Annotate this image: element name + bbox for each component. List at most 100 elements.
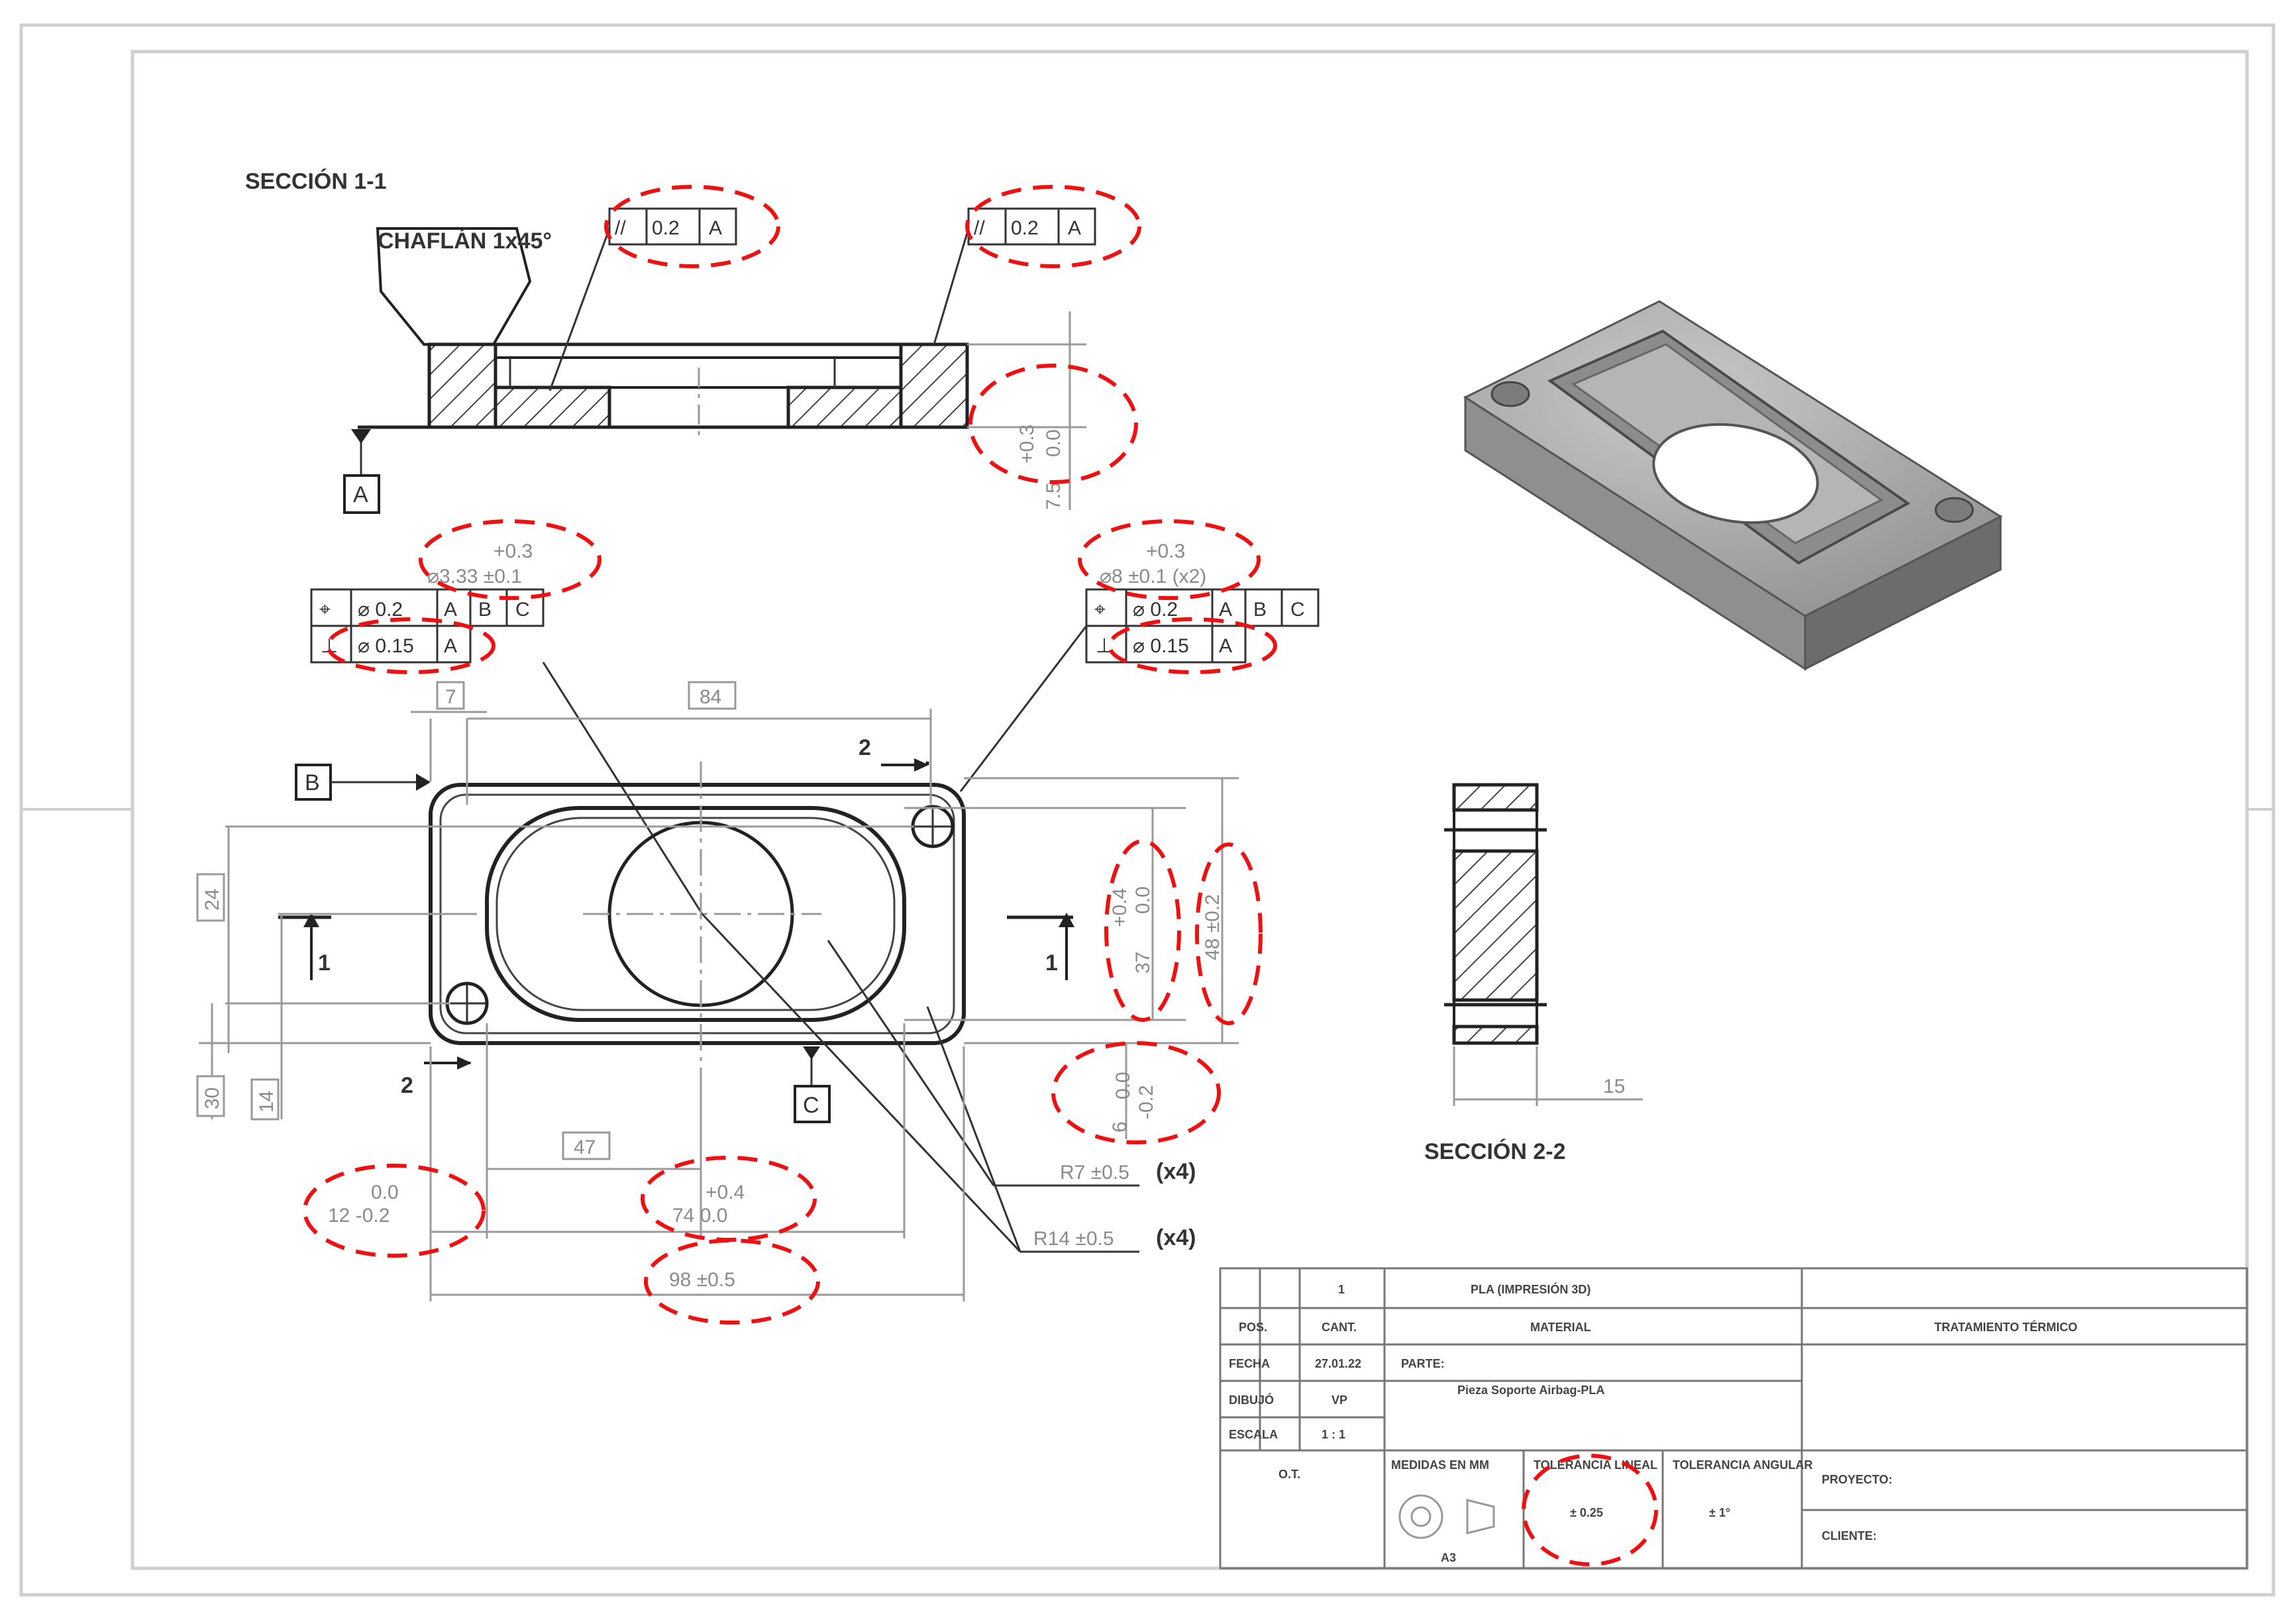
svg-text:0.2: 0.2 (1011, 217, 1039, 239)
section-marker-1-right: 1 (1045, 950, 1058, 976)
highlight-dim-6 (1051, 1041, 1221, 1144)
section-2-hatch-bottom (1452, 1025, 1539, 1045)
position-frame-left: ⌖ ⌀ 0.2 A B C ⊥ ⌀ 0.15 A (310, 588, 545, 664)
tb-h-tratamiento: TRATAMIENTO TÉRMICO (1934, 1320, 2077, 1334)
title-block: 1 PLA (IMPRESIÓN 3D) POS. CANT. MATERIAL… (1219, 1267, 2248, 1570)
section-2-2-view: 15 SECCIÓN 2-2 (1424, 783, 1643, 1164)
section-1-1-view: SECCIÓN 1-1 CHAFLÁN 1x45° A // 0.2 A (245, 169, 1141, 514)
highlight-parallel-right (965, 185, 1141, 268)
tb-tol-lineal-value: ± 0.25 (1570, 1506, 1603, 1519)
tb-ot-label: O.T. (1278, 1468, 1300, 1481)
svg-text:0.2: 0.2 (652, 217, 680, 239)
section-2-hatch-top (1452, 783, 1539, 812)
tb-cliente: CLIENTE: (1822, 1529, 1877, 1542)
pocket-inner (496, 817, 896, 1011)
svg-text:⌖: ⌖ (319, 599, 331, 621)
dim-right-48: 48 ±0.2 (1202, 894, 1224, 960)
dim-bottom-12-tol: 0.0 (371, 1182, 399, 1203)
tb-formato: A3 (1441, 1551, 1456, 1564)
highlight-fcf-left (326, 617, 496, 674)
dim-top-84: 84 (700, 686, 721, 708)
section-2-hatch-mid (1452, 849, 1539, 1002)
section-hatch-right-wall (899, 342, 969, 429)
highlight-dim-48 (1195, 842, 1263, 1025)
dim-top-84-box (688, 681, 737, 710)
datum-c-box (794, 1085, 831, 1123)
tb-fecha-value: 27.01.22 (1315, 1357, 1361, 1370)
svg-text:A: A (1219, 635, 1232, 657)
top-view: ⌖ ⌀ 0.2 A B C ⊥ ⌀ 0.15 A +0.3 ⌀3.33 ±0.1… (196, 519, 1320, 1325)
chamfer-note: CHAFLÁN 1x45° (378, 228, 552, 254)
tb-proyecto: PROYECTO: (1822, 1473, 1893, 1486)
tb-h-pos: POS. (1239, 1321, 1267, 1334)
svg-text:C: C (515, 599, 530, 621)
section-hatch-left-floor (494, 385, 611, 429)
tb-escala-label: ESCALA (1229, 1428, 1278, 1441)
tb-escala-value: 1 : 1 (1322, 1428, 1345, 1441)
dim-r7-count: (x4) (1156, 1159, 1196, 1184)
datum-b-label: B (305, 770, 320, 795)
parallelism-frame-left: // 0.2 A (608, 207, 737, 246)
svg-text://: // (615, 217, 626, 239)
hole-left-tol: +0.3 (494, 540, 533, 562)
section-hatch-right-floor (786, 385, 903, 429)
dim-left-30-box (196, 1075, 225, 1117)
svg-text:B: B (1253, 599, 1267, 621)
tb-h-cant: CANT. (1322, 1321, 1357, 1334)
svg-text:C: C (1290, 599, 1305, 621)
highlight-parallel-left (604, 185, 780, 268)
dim-sec2-15: 15 (1603, 1076, 1625, 1097)
svg-text:⌀ 0.2: ⌀ 0.2 (358, 599, 403, 621)
highlight-hole-right-dia (1078, 519, 1261, 600)
highlight-hole-left-dia (419, 519, 601, 600)
highlight-thickness (968, 364, 1138, 484)
tb-qty: 1 (1338, 1283, 1345, 1296)
dim-mid-47: 47 (574, 1136, 596, 1158)
parallelism-frame-right: // 0.2 A (967, 207, 1096, 246)
tb-tol-angular-value: ± 1° (1709, 1506, 1730, 1519)
dim-r14-count: (x4) (1156, 1225, 1196, 1250)
dim-left-14-box (250, 1078, 280, 1121)
position-frame-right: ⌖ ⌀ 0.2 A B C ⊥ ⌀ 0.15 A (1085, 588, 1320, 664)
dim-bottom-74-tol: +0.4 (705, 1182, 745, 1203)
dim-r7: R7 ±0.5 (1060, 1162, 1129, 1184)
datum-a-label: A (353, 482, 368, 507)
hole-right-dia: ⌀8 ±0.1 (x2) (1100, 566, 1206, 587)
dim-left-14: 14 (256, 1091, 278, 1113)
dim-right-37-tol-plus: +0.4 (1109, 888, 1131, 927)
dim-bottom-98: 98 ±0.5 (669, 1269, 735, 1291)
svg-text:⌀ 0.2: ⌀ 0.2 (1133, 599, 1178, 621)
highlight-dim-98 (644, 1238, 820, 1325)
dim-top-7-box (436, 681, 465, 710)
tb-parte-value: Pieza Soporte Airbag-PLA (1457, 1384, 1604, 1397)
tb-material-value: PLA (IMPRESIÓN 3D) (1471, 1282, 1591, 1296)
svg-text:⌀ 0.15: ⌀ 0.15 (358, 635, 414, 657)
dim-bottom-74: 74 0.0 (672, 1205, 727, 1227)
hole-right-tol: +0.3 (1146, 540, 1185, 562)
highlight-fcf-right (1108, 617, 1277, 674)
datum-c-label: C (803, 1093, 819, 1118)
dim-mid-47-box (562, 1131, 611, 1160)
svg-text://: // (974, 217, 985, 239)
tb-parte-label: PARTE: (1401, 1357, 1445, 1370)
svg-text:A: A (709, 217, 722, 239)
tb-dibujo-value: VP (1331, 1393, 1347, 1407)
dim-left-24: 24 (201, 889, 223, 911)
highlight-dim-37 (1104, 839, 1181, 1022)
tb-fecha-label: FECHA (1229, 1357, 1270, 1370)
thickness-tol-plus: +0.3 (1016, 425, 1038, 464)
tb-h-material: MATERIAL (1530, 1321, 1591, 1334)
section-hatch-left-wall (427, 342, 497, 429)
highlight-tol-lineal (1522, 1454, 1658, 1566)
projection-symbol (1398, 1494, 1495, 1539)
thickness-tol-zero: 0.0 (1043, 429, 1065, 457)
section-marker-1-left: 1 (318, 950, 331, 976)
svg-text:A: A (444, 599, 457, 621)
dim-bottom-6: 6 (1109, 1121, 1131, 1133)
section-1-1-label: SECCIÓN 1-1 (245, 169, 387, 194)
thickness-nominal: 7.5 (1043, 482, 1065, 510)
dim-bottom-12: 12 -0.2 (328, 1205, 390, 1227)
datum-b-box (295, 764, 332, 801)
svg-text:⌀ 0.15: ⌀ 0.15 (1133, 635, 1189, 657)
tb-dibujo-label: DIBUJÓ (1229, 1393, 1274, 1407)
